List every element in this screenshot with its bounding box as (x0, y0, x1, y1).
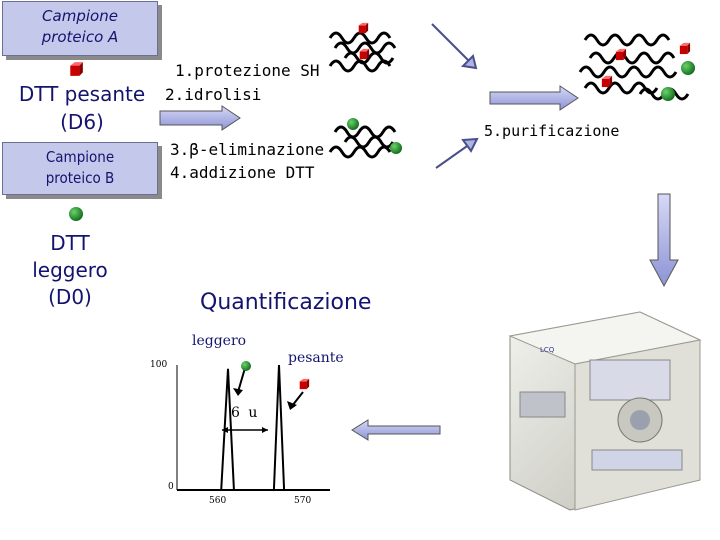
sample-a-box: Campione proteico A (2, 1, 158, 56)
step-4-label: 4.addizione DTT (170, 163, 315, 182)
x-tick-570: 570 (294, 496, 312, 506)
sample-a-label: Campione proteico A (41, 7, 119, 46)
y-tick-0: 0 (168, 482, 174, 492)
dtt-heavy-label: DTT pesante (D6) (18, 82, 146, 134)
sample-b-label: Campione proteico B (45, 148, 115, 187)
tagged-peptides-light (328, 118, 402, 159)
mass-delta-label: 6 u (231, 405, 260, 421)
spectrum-chart (176, 361, 330, 491)
svg-text:LCQ: LCQ (540, 346, 555, 354)
red-cube-icon (70, 62, 83, 76)
step-1-label: 1.protezione SH (175, 61, 320, 80)
arrow-icon (431, 23, 479, 169)
series-line-heavy (177, 364, 330, 491)
x-tick-560: 560 (209, 496, 227, 506)
mixed-peptides (578, 33, 695, 101)
green-circle-icon (69, 207, 83, 221)
tagged-peptides-heavy (328, 22, 397, 73)
step-3-label: 3.β-eliminazione (170, 140, 325, 159)
arrow-icon (159, 105, 241, 131)
y-tick-100: 100 (150, 360, 168, 370)
sample-b-box: Campione proteico B (2, 142, 158, 195)
hplc-instrument-icon: LCQ (508, 311, 702, 511)
peak-light-label: leggero (192, 333, 247, 349)
dtt-light-label: DTT leggero (D0) (32, 231, 108, 309)
arrow-icon (649, 193, 679, 288)
peak-heavy-label: pesante (288, 350, 344, 366)
arrow-icon (489, 85, 579, 111)
step-5-label: 5.purificazione (484, 122, 620, 140)
arrow-icon (351, 419, 441, 441)
quantification-label: Quantificazione (200, 290, 372, 315)
step-2-label: 2.idrolisi (165, 85, 262, 104)
